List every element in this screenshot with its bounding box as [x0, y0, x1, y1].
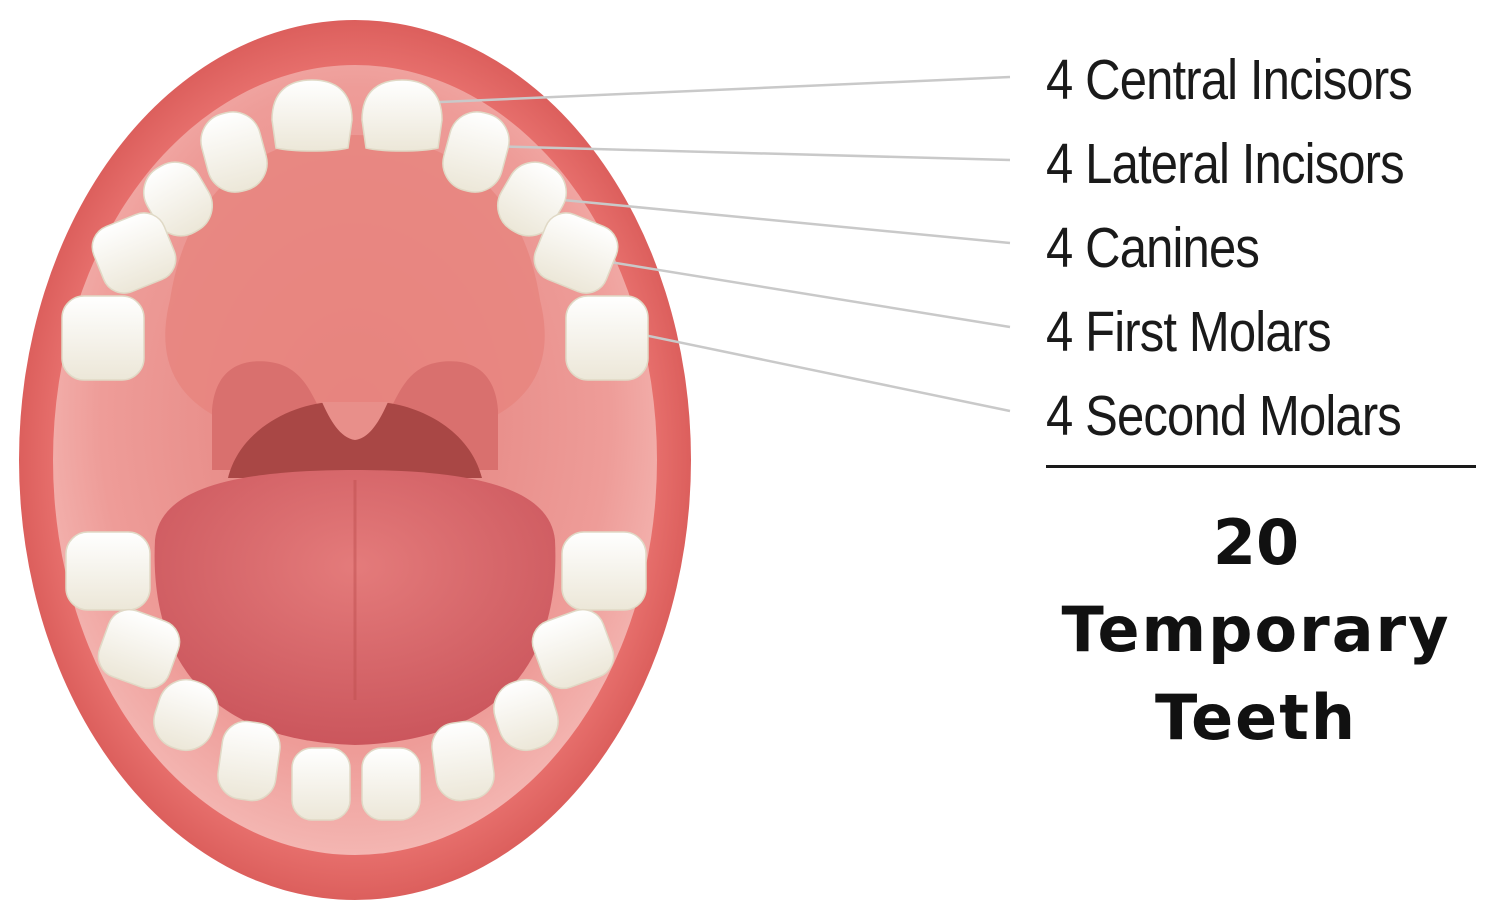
sum-divider — [1046, 465, 1476, 468]
leader-line-lateral-incisors — [482, 144, 1011, 162]
leader-line-first-molars — [584, 256, 1011, 329]
leader-line-canines — [541, 196, 1011, 245]
legend-item-lateral-incisors: 4 Lateral Incisors — [1046, 132, 1405, 196]
tooth-lower-second-molar — [65, 531, 151, 611]
tooth-upper-central-incisor — [271, 79, 353, 152]
legend-item-central-incisors: 4 Central Incisors — [1046, 48, 1413, 112]
tooth-lower-first-molar — [531, 608, 615, 690]
leader-lines — [417, 75, 1011, 413]
legend-item-second-molars: 4 Second Molars — [1046, 384, 1402, 448]
leader-line-central-incisors — [417, 75, 1011, 105]
tooth-lower-central-incisor — [361, 747, 421, 821]
tooth-lower-second-molar — [561, 531, 647, 611]
tooth-upper-first-molar — [91, 212, 177, 294]
tooth-upper-second-molar — [61, 295, 145, 381]
total-label-line2: Teeth — [1155, 681, 1357, 754]
total-number: 20 — [1212, 506, 1300, 579]
legend-item-first-molars: 4 First Molars — [1046, 300, 1332, 364]
uvula — [322, 402, 388, 440]
tooth-upper-lateral-incisor — [200, 111, 268, 193]
tooth-upper-central-incisor — [361, 79, 443, 152]
tooth-lower-lateral-incisor — [217, 720, 281, 802]
tooth-upper-lateral-incisor — [442, 111, 510, 193]
tooth-lower-canine — [153, 678, 219, 752]
total-label-line1: Temporary — [1061, 593, 1451, 666]
tooth-upper-second-molar — [565, 295, 649, 381]
total-summary: 20 Temporary Teeth — [1046, 500, 1466, 762]
lower-teeth — [65, 531, 647, 821]
tooth-lower-lateral-incisor — [431, 720, 495, 802]
tooth-lower-canine — [493, 678, 559, 752]
legend-item-canines: 4 Canines — [1046, 216, 1260, 280]
tooth-upper-first-molar — [533, 212, 619, 294]
tooth-legend: 4 Central Incisors 4 Lateral Incisors 4 … — [1046, 38, 1486, 458]
upper-teeth — [61, 79, 649, 381]
tooth-lower-central-incisor — [291, 747, 351, 821]
tooth-lower-first-molar — [97, 608, 181, 690]
leader-line-second-molars — [619, 328, 1011, 413]
